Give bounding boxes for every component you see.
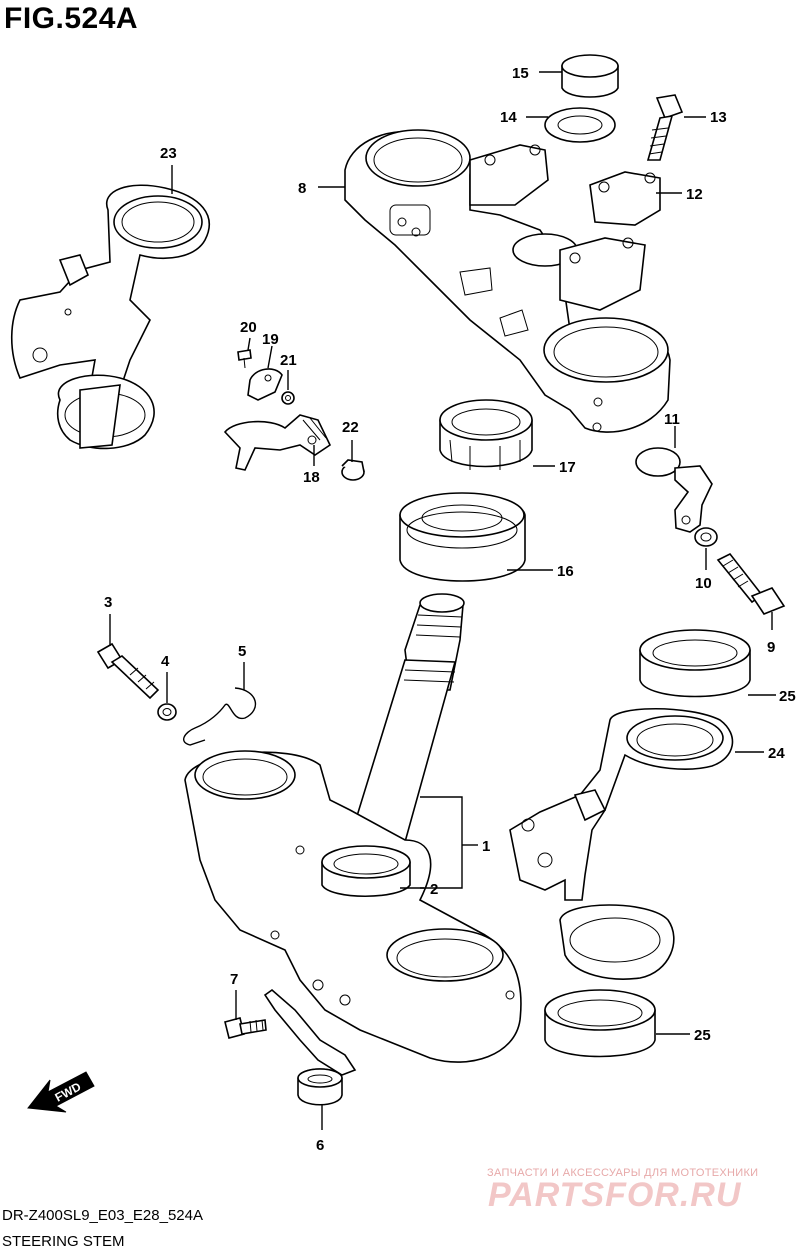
part-3-bolt — [96, 642, 160, 700]
part-21-washer — [281, 391, 295, 405]
callout-17: 17 — [559, 459, 576, 476]
callout-6: 6 — [316, 1137, 324, 1154]
callout-19: 19 — [262, 331, 279, 348]
part-19-clip — [247, 368, 283, 401]
callout-25-lower: 25 — [694, 1027, 711, 1044]
callout-2: 2 — [430, 881, 438, 898]
callout-20: 20 — [240, 319, 257, 336]
part-7-bolt — [224, 1017, 267, 1039]
callout-24: 24 — [768, 745, 785, 762]
callout-9: 9 — [767, 639, 775, 656]
part-13-bolt — [646, 94, 684, 161]
callout-16: 16 — [557, 563, 574, 580]
callout-21: 21 — [280, 352, 297, 369]
callout-labels: 15 14 13 12 8 23 20 19 21 18 22 17 11 16… — [104, 65, 796, 1154]
part-25-dust-seal-upper — [639, 629, 751, 698]
part-14-washer — [544, 107, 616, 143]
part-1-steering-stem — [184, 593, 522, 1063]
callout-23: 23 — [160, 145, 177, 162]
callout-18: 18 — [303, 469, 320, 486]
part-24-bracket — [509, 707, 734, 980]
section-name: STEERING STEM — [2, 1233, 125, 1250]
watermark-logo: PARTSFOR.RU — [488, 1176, 742, 1214]
part-4-washer — [157, 703, 177, 721]
callout-11: 11 — [664, 411, 680, 428]
part-9-bolt — [716, 552, 786, 615]
leader-lines — [109, 71, 776, 1130]
part-15-cap — [561, 54, 619, 98]
watermark-caption: ЗАПЧАСТИ И АКСЕССУАРЫ ДЛЯ МОТОТЕХНИКИ — [487, 1167, 759, 1179]
part-6-grommet — [263, 988, 357, 1106]
callout-3: 3 — [104, 594, 112, 611]
part-18-switch — [223, 414, 332, 471]
callout-12: 12 — [686, 186, 703, 203]
part-10-washer — [694, 527, 718, 547]
callout-25-upper: 25 — [779, 688, 796, 705]
callout-14: 14 — [500, 109, 517, 126]
callout-13: 13 — [710, 109, 727, 126]
callout-22: 22 — [342, 419, 359, 436]
fwd-arrow-icon: FWD — [27, 1071, 95, 1113]
part-25-dust-seal-lower — [544, 989, 656, 1058]
part-22-cap — [341, 459, 365, 481]
part-16-bearing — [399, 492, 526, 582]
part-23-meter-bracket — [10, 184, 210, 450]
part-5-clamp — [182, 687, 257, 746]
part-20-screw — [237, 349, 252, 369]
callout-5: 5 — [238, 643, 246, 660]
callout-4: 4 — [161, 653, 170, 670]
model-code: DR-Z400SL9_E03_E28_524A — [2, 1207, 203, 1224]
part-11-bracket — [635, 447, 713, 533]
part-8-upper-bracket — [344, 129, 671, 433]
part-17-stem-nut — [439, 399, 533, 470]
callout-1: 1 — [482, 838, 490, 855]
callout-15: 15 — [512, 65, 529, 82]
callout-10: 10 — [695, 575, 712, 592]
callout-7: 7 — [230, 971, 238, 988]
part-12-handlebar-holder — [589, 171, 661, 226]
callout-8: 8 — [298, 180, 306, 197]
figure-title: FIG.524A — [4, 2, 139, 35]
